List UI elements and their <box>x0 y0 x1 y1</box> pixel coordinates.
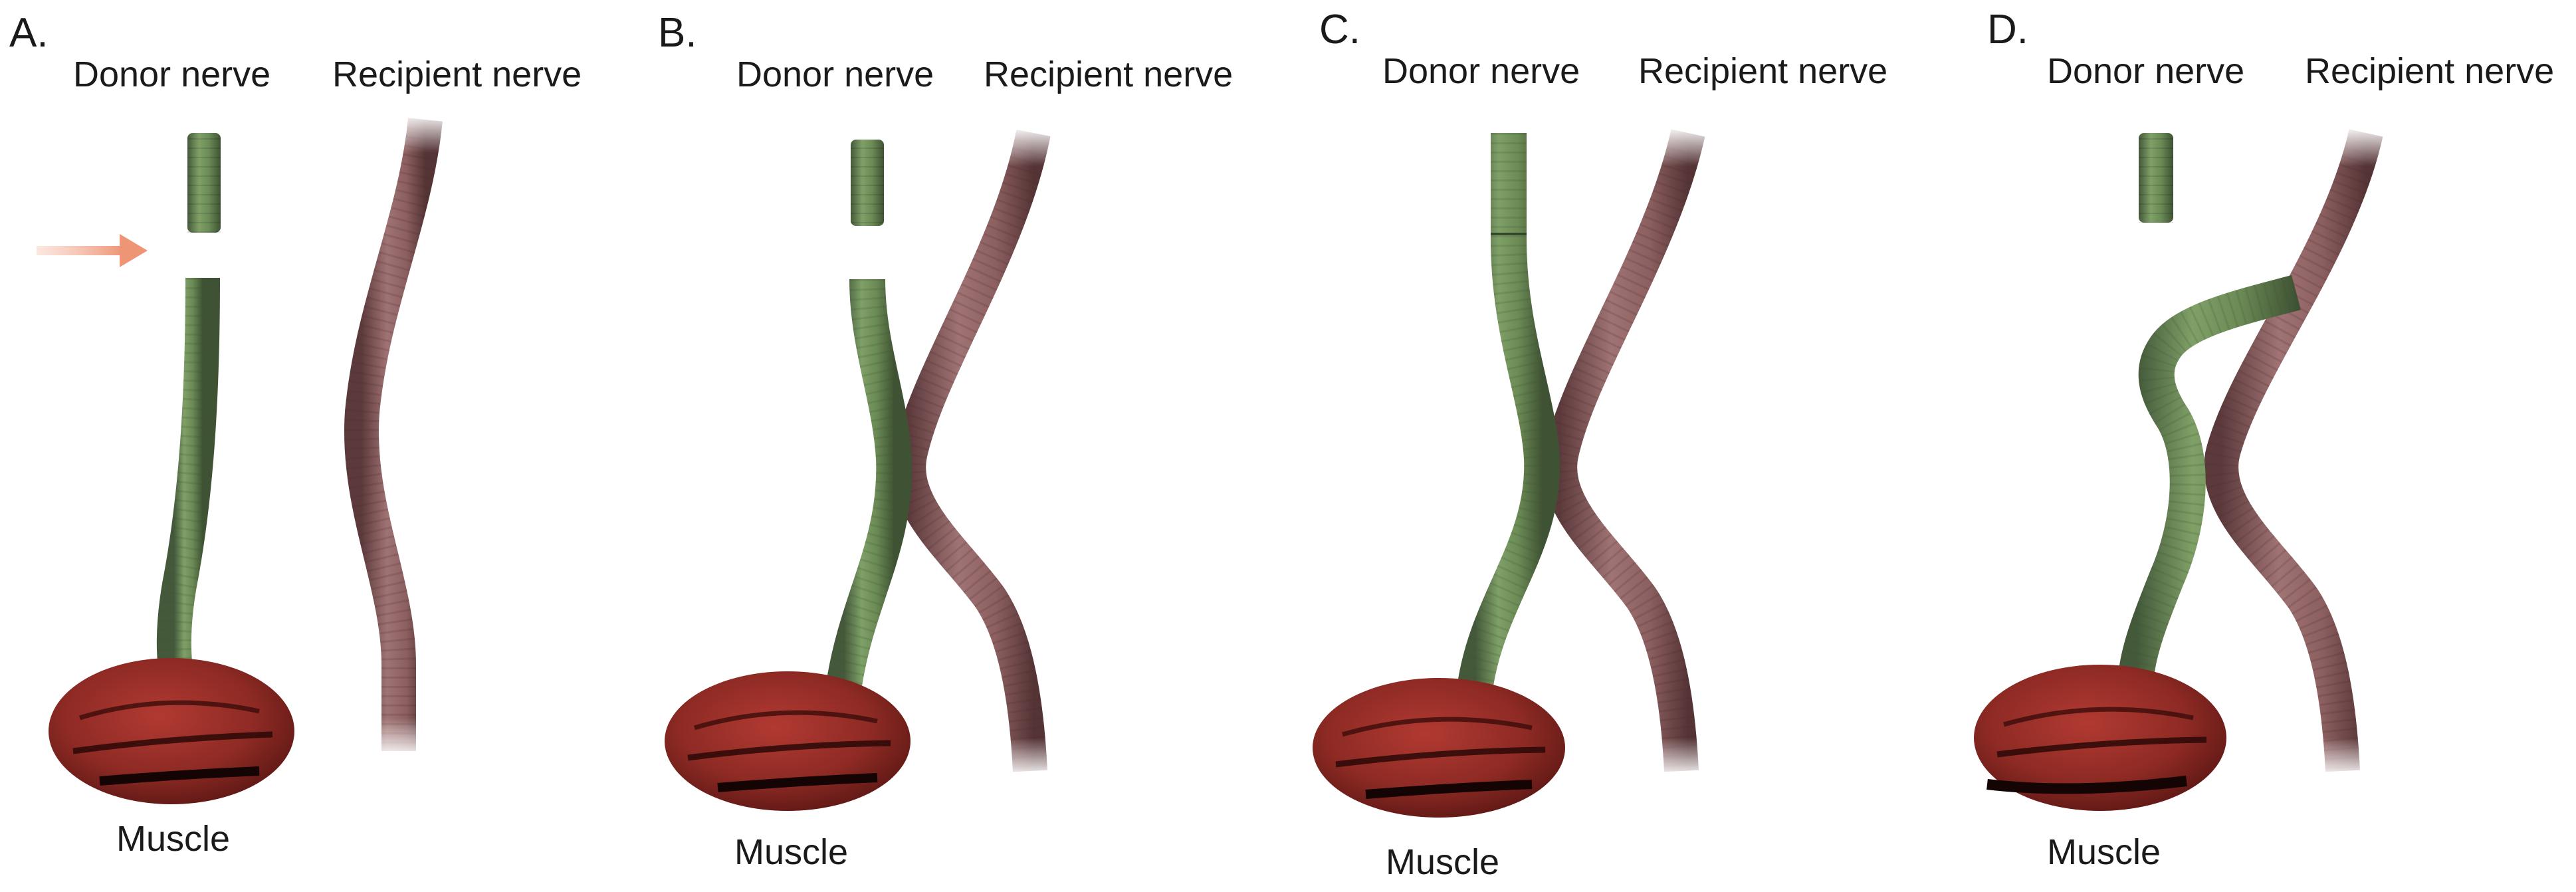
recipient-nerve-label: Recipient nerve <box>1638 51 1887 91</box>
muscle-label: Muscle <box>116 819 230 859</box>
muscle <box>1974 665 2226 811</box>
donor-nerve <box>1457 133 1560 688</box>
panel-a: A. Donor nerve Recipient nerve <box>9 10 582 859</box>
donor-nerve-label: Donor nerve <box>2047 51 2244 91</box>
panel-letter: D. <box>1987 7 2028 53</box>
donor-nerve <box>156 133 221 680</box>
panel-c: C. Donor nerve Recipient nerve Muscle <box>1313 7 1887 882</box>
recipient-nerve-label: Recipient nerve <box>984 55 1233 94</box>
panel-letter: A. <box>9 10 49 56</box>
muscle <box>665 671 911 811</box>
panel-d: D. Donor nerve Recipient nerve Muscle <box>1974 7 2554 872</box>
panel-letter: B. <box>658 10 697 56</box>
recipient-nerve-label: Recipient nerve <box>332 55 582 94</box>
muscle <box>1313 678 1565 818</box>
muscle-label: Muscle <box>734 832 848 872</box>
recipient-nerve <box>344 113 455 758</box>
recipient-nerve-label: Recipient nerve <box>2305 51 2554 91</box>
arrow-icon <box>37 234 148 267</box>
donor-nerve-label: Donor nerve <box>73 55 270 94</box>
muscle <box>49 658 294 804</box>
donor-nerve-label: Donor nerve <box>1382 51 1580 91</box>
donor-nerve <box>826 140 912 688</box>
recipient-nerve <box>2204 126 2396 778</box>
donor-nerve <box>2119 275 2301 674</box>
muscle-label: Muscle <box>2047 832 2161 872</box>
muscle-label: Muscle <box>1386 842 1499 882</box>
donor-nerve-label: Donor nerve <box>736 55 934 94</box>
recipient-nerve <box>891 126 1063 778</box>
recipient-nerve <box>1543 126 1718 778</box>
donor-nerve-stump <box>2139 133 2173 223</box>
panel-letter: C. <box>1319 7 1360 53</box>
panel-b: B. Donor nerve Recipient nerve Muscle <box>658 10 1233 872</box>
